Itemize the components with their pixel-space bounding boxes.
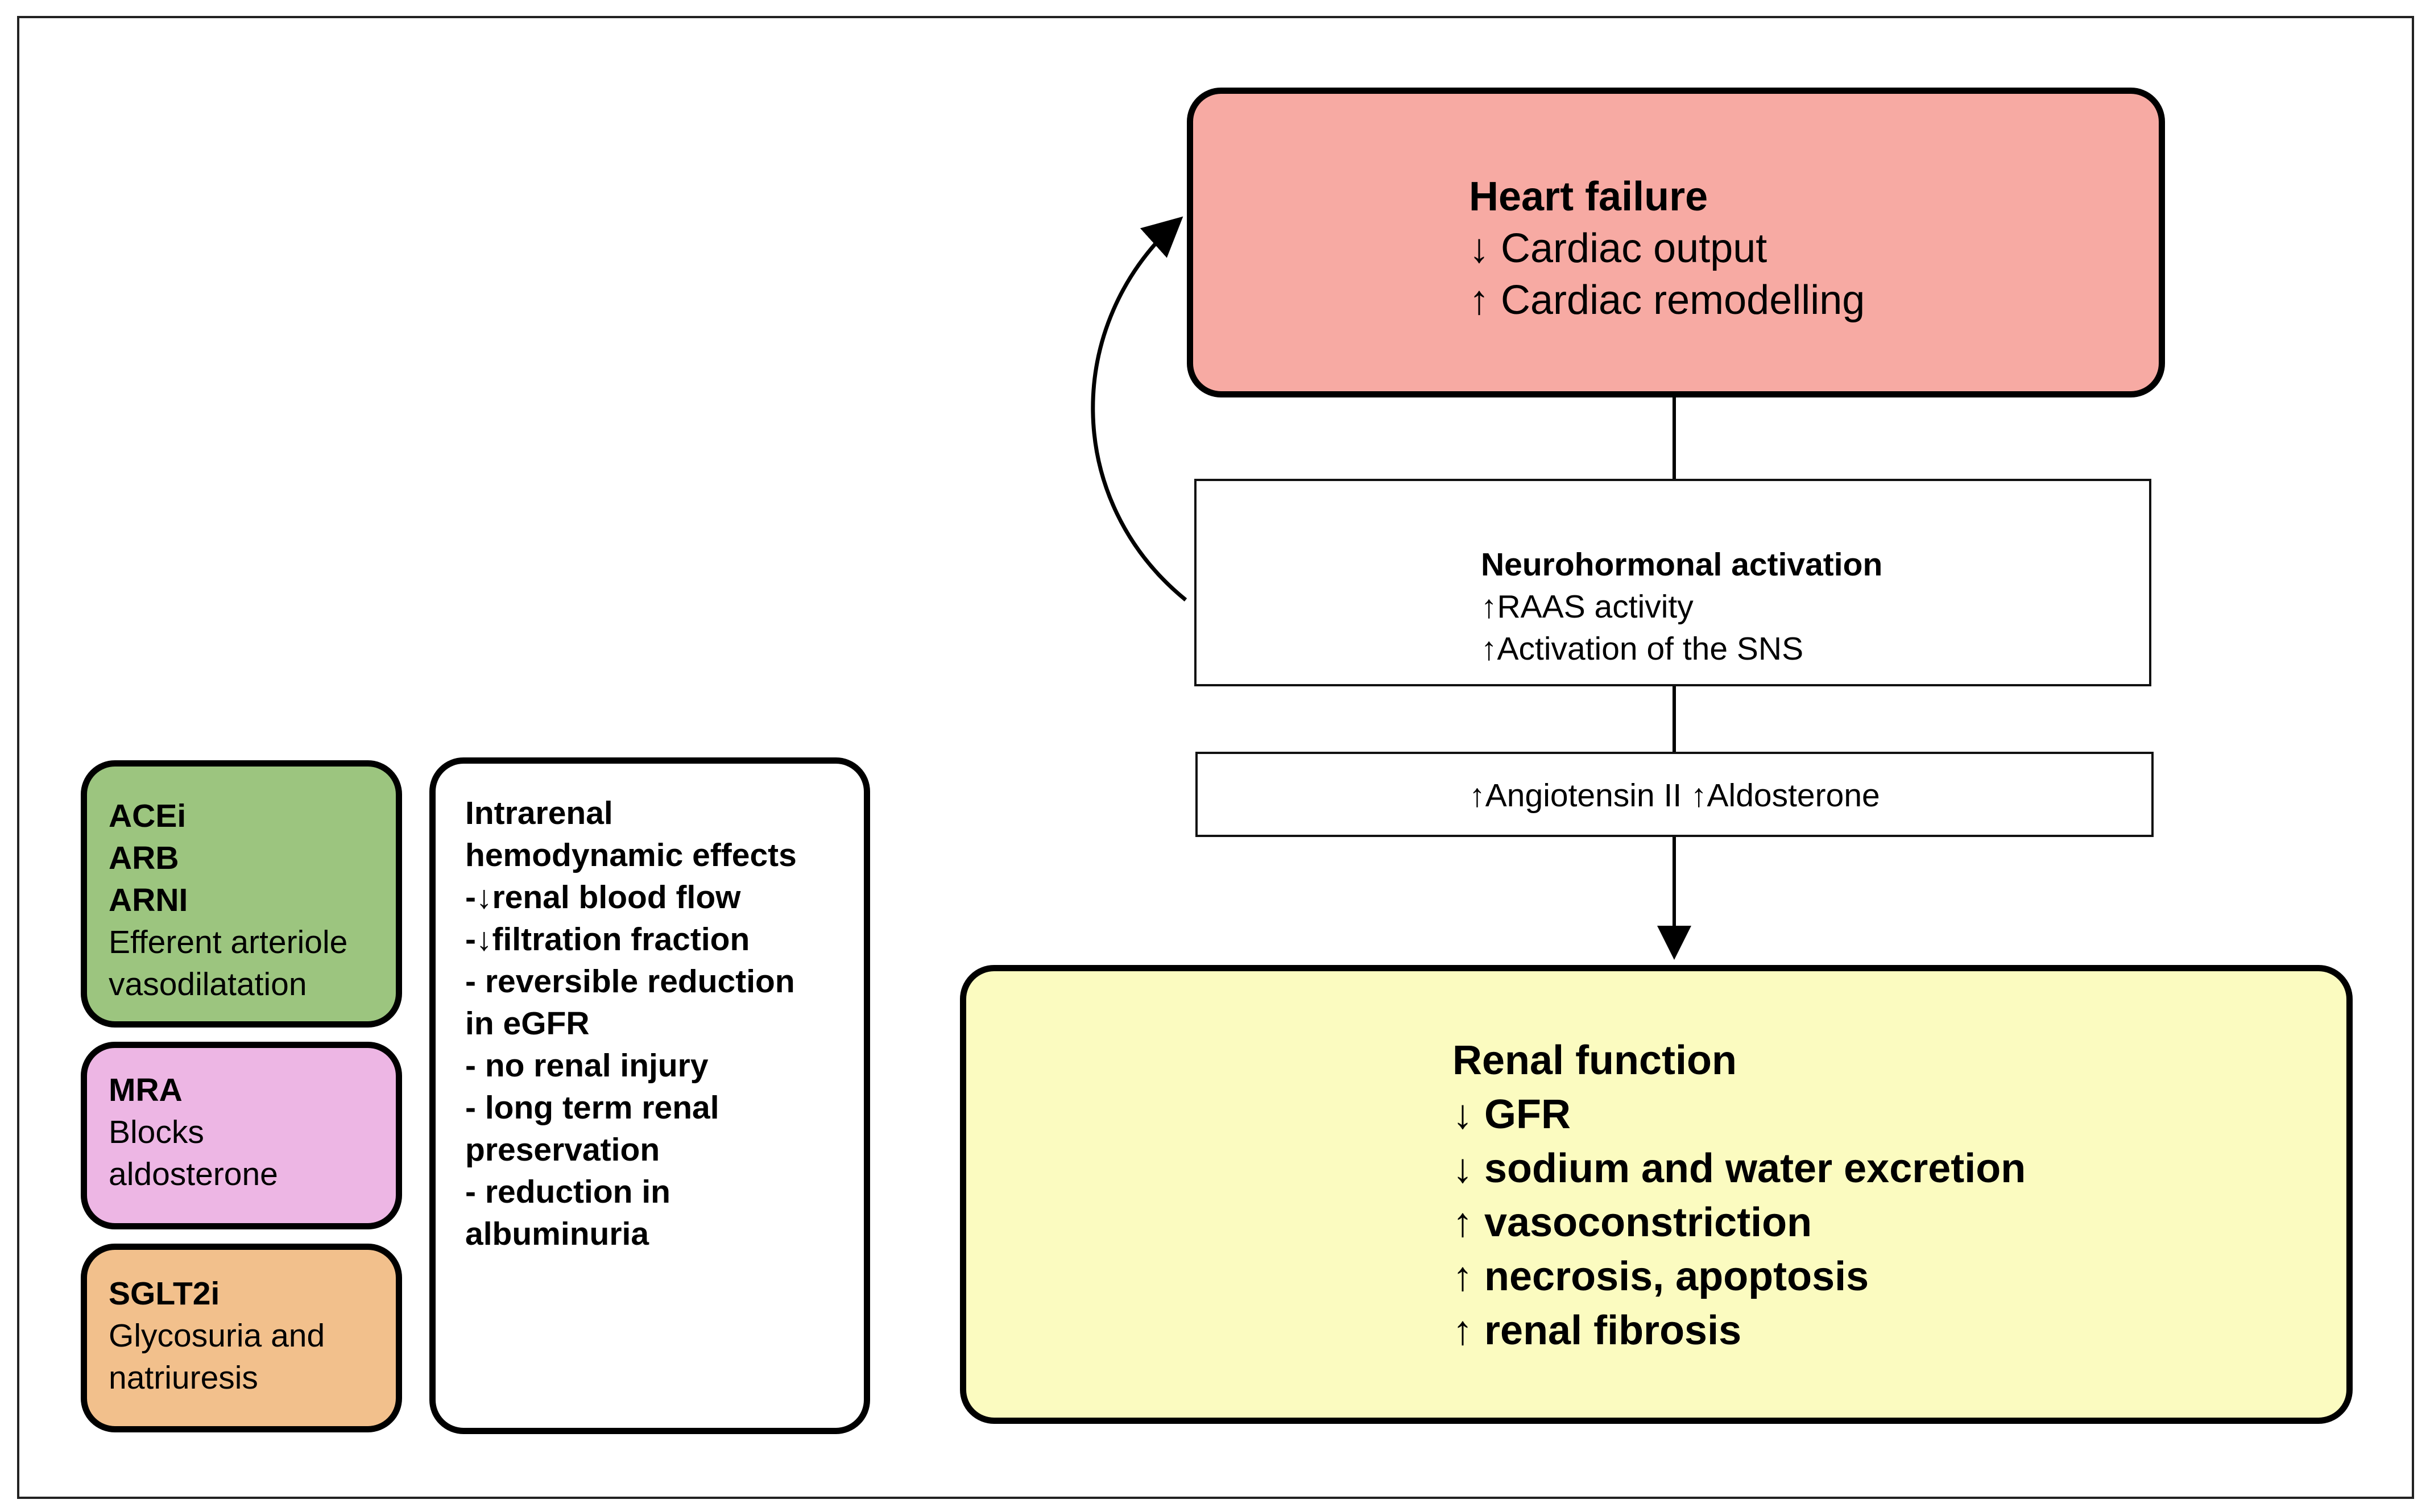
angiotensin-text: ↑Angiotensin II ↑Aldosterone	[1469, 777, 1880, 814]
intrarenal-line: - long term renal	[465, 1090, 719, 1126]
renal-function-line: ↓ sodium and water excretion	[1452, 1146, 2026, 1191]
neurohormonal-line: ↑Activation of the SNS	[1481, 631, 1804, 667]
intrarenal-line: hemodynamic effects	[465, 837, 797, 873]
intrarenal-line: -↓filtration fraction	[465, 921, 750, 958]
drug-name: MRA	[109, 1072, 183, 1108]
drug-effect: natriuresis	[109, 1360, 258, 1396]
renal-function-box: Renal function ↓ GFR ↓ sodium and water …	[960, 965, 2353, 1424]
intrarenal-line: - no renal injury	[465, 1047, 709, 1084]
neurohormonal-box: Neurohormonal activation ↑RAAS activity …	[1194, 479, 2151, 686]
intrarenal-line: preservation	[465, 1132, 660, 1168]
mra-box: MRA Blocks aldosterone	[81, 1042, 402, 1229]
intrarenal-line: - reduction in	[465, 1174, 670, 1210]
intrarenal-line: -↓renal blood flow	[465, 879, 741, 916]
intrarenal-line: in eGFR	[465, 1005, 590, 1042]
angiotensin-box: ↑Angiotensin II ↑Aldosterone	[1195, 752, 2154, 837]
drug-effect: aldosterone	[109, 1156, 278, 1192]
drug-effect: Blocks	[109, 1114, 204, 1150]
renal-function-line: ↑ necrosis, apoptosis	[1452, 1254, 1869, 1299]
neurohormonal-line: ↑RAAS activity	[1481, 589, 1694, 625]
drug-effect: Efferent arteriole	[109, 924, 348, 960]
drug-name: ARNI	[109, 882, 188, 918]
neurohormonal-title: Neurohormonal activation	[1481, 546, 1883, 583]
intrarenal-line: - reversible reduction	[465, 963, 795, 1000]
intrarenal-line: albuminuria	[465, 1216, 649, 1252]
intrarenal-effects-box: Intrarenal hemodynamic effects -↓renal b…	[429, 757, 870, 1434]
heart-failure-title: Heart failure	[1469, 174, 1708, 219]
renal-function-title: Renal function	[1452, 1038, 1737, 1083]
intrarenal-line: Intrarenal	[465, 795, 613, 831]
drug-name: ACEi	[109, 798, 187, 834]
renal-function-line: ↓ GFR	[1452, 1092, 1571, 1137]
drug-effect: vasodilatation	[109, 966, 307, 1003]
heart-failure-line: ↑ Cardiac remodelling	[1469, 277, 1865, 323]
drug-name: ARB	[109, 840, 179, 876]
feedback-arrow-nh-to-hf	[1091, 216, 1187, 602]
drug-effect: Glycosuria and	[109, 1318, 325, 1354]
heart-failure-line: ↓ Cardiac output	[1469, 226, 1767, 271]
figure-frame	[17, 16, 2414, 1499]
heart-failure-box: Heart failure ↓ Cardiac output ↑ Cardiac…	[1187, 88, 2165, 397]
drug-name: SGLT2i	[109, 1275, 220, 1312]
acei-arb-arni-box: ACEi ARB ARNI Efferent arteriole vasodil…	[81, 760, 402, 1028]
renal-function-line: ↑ vasoconstriction	[1452, 1200, 1812, 1245]
renal-function-line: ↑ renal fibrosis	[1452, 1308, 1742, 1353]
sglt2i-box: SGLT2i Glycosuria and natriuresis	[81, 1244, 402, 1432]
